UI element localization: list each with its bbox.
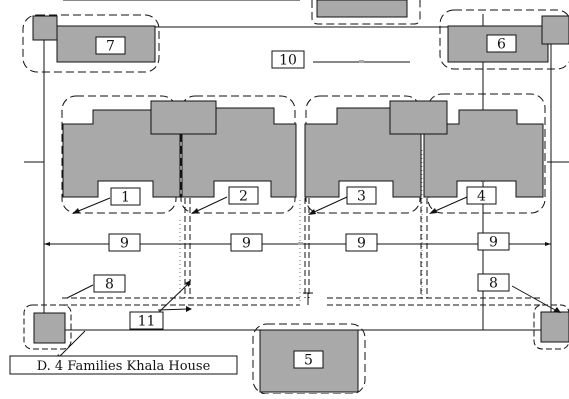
dotted-lines	[179, 150, 423, 302]
label-2: 2	[228, 186, 259, 205]
diagram-caption: D. 4 Families Khala House	[9, 355, 238, 375]
label-7: 7	[95, 36, 126, 55]
svg-text:8: 8	[489, 276, 498, 292]
svg-text:7: 7	[106, 39, 115, 55]
svg-text:1: 1	[121, 190, 130, 206]
svg-text:10: 10	[279, 53, 297, 69]
label-8-left: 8	[93, 274, 126, 293]
svg-text:3: 3	[357, 189, 366, 205]
label-5: 5	[293, 350, 324, 369]
svg-text:9: 9	[242, 236, 251, 252]
label-11: 11	[129, 311, 164, 330]
corner-square-left	[23, 304, 72, 350]
dashed-path-lines	[62, 198, 541, 306]
label-9-a: 9	[108, 233, 141, 252]
svg-text:11: 11	[138, 314, 156, 330]
svg-text:9: 9	[357, 236, 366, 252]
corner-square-right	[533, 304, 569, 350]
svg-text:D. 4 Families Khala House: D. 4 Families Khala House	[37, 359, 211, 374]
svg-text:4: 4	[477, 189, 486, 205]
label-9-b: 9	[230, 233, 263, 252]
label-4: 4	[466, 186, 497, 205]
label-3: 3	[346, 186, 377, 205]
label-8-right: 8	[477, 273, 510, 292]
leader-lines	[57, 196, 558, 359]
svg-text:2: 2	[239, 189, 248, 205]
top-building-partial	[311, 0, 421, 25]
building-7	[22, 14, 160, 73]
post-marker	[303, 292, 313, 305]
label-6: 6	[486, 34, 517, 53]
label-9-d: 9	[477, 232, 510, 251]
label-10: 10	[271, 50, 305, 69]
svg-text:9: 9	[489, 235, 498, 251]
svg-text:8: 8	[105, 277, 114, 293]
label-1: 1	[110, 187, 141, 206]
label-9-c: 9	[345, 233, 378, 252]
unit-row	[61, 93, 546, 214]
svg-text:6: 6	[497, 37, 506, 53]
svg-text:9: 9	[120, 236, 129, 252]
svg-text:5: 5	[304, 353, 313, 369]
